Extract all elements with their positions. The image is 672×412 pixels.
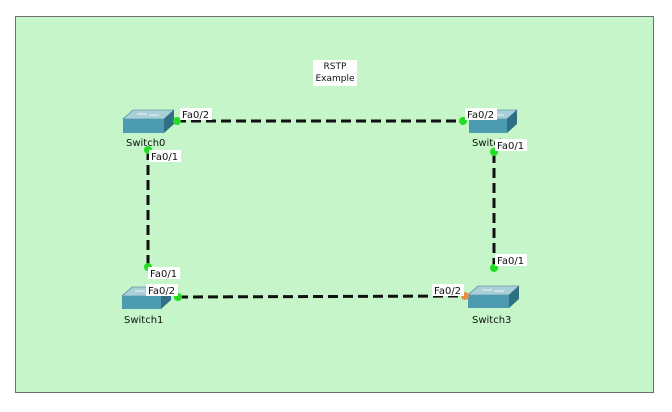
port-label-switch0-fa0-1: Fa0/1 <box>149 150 181 163</box>
svg-text:Fa0/1: Fa0/1 <box>151 152 178 163</box>
note-line-1: RSTP <box>323 62 347 72</box>
port-light-switch0-fa0-2 <box>173 117 181 125</box>
switch0-device[interactable]: Switch0 <box>122 109 175 149</box>
switch3-device[interactable]: Switch3 <box>467 285 520 326</box>
switch1-label: Switch1 <box>124 315 163 326</box>
switch2-label: Switch2 <box>472 138 511 149</box>
switch0-label: Switch0 <box>126 138 165 149</box>
svg-text:Fa0/2: Fa0/2 <box>434 286 461 297</box>
note-line-2: Example <box>315 74 355 84</box>
switch-icon <box>467 285 520 308</box>
switch3-label: Switch3 <box>472 315 511 326</box>
svg-text:Fa0/2: Fa0/2 <box>182 110 209 121</box>
port-label-switch2-fa0-1: Fa0/1 <box>495 139 527 152</box>
link-switch1-switch3[interactable] <box>177 294 466 299</box>
network-topology: Switch0 Switch2 Switch1 <box>121 108 527 326</box>
port-label-switch2-fa0-2: Fa0/2 <box>465 108 497 121</box>
port-label-switch0-fa0-2: Fa0/2 <box>180 108 212 121</box>
svg-text:Fa0/1: Fa0/1 <box>497 256 524 267</box>
switch-icon <box>122 109 175 133</box>
svg-text:Fa0/1: Fa0/1 <box>150 269 177 280</box>
port-label-switch1-fa0-1: Fa0/1 <box>148 267 180 280</box>
svg-text:Fa0/2: Fa0/2 <box>148 286 175 297</box>
diagram-note[interactable]: RSTP Example <box>313 60 357 86</box>
svg-text:Fa0/1: Fa0/1 <box>497 141 524 152</box>
port-label-switch3-fa0-2: Fa0/2 <box>432 284 464 297</box>
port-label-switch3-fa0-1: Fa0/1 <box>495 254 527 267</box>
svg-text:Fa0/2: Fa0/2 <box>467 110 494 121</box>
logical-workspace[interactable]: RSTP Example Switch0 <box>15 16 654 393</box>
port-label-switch1-fa0-2: Fa0/2 <box>146 284 178 297</box>
